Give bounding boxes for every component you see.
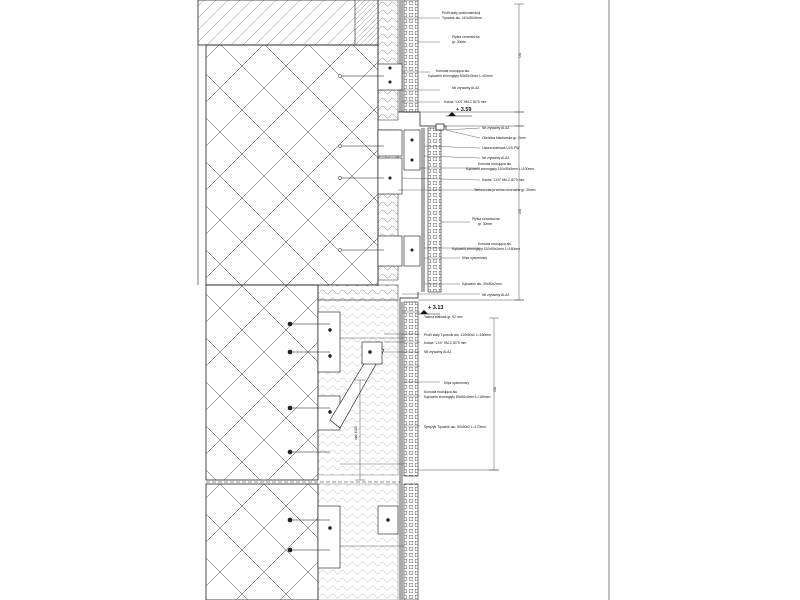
- label-plytka: Płytka ceramiczna: [452, 35, 480, 39]
- dim-vertical: max 1000: [354, 426, 358, 440]
- label-plytka-2-gr: gr. 30mm: [478, 222, 492, 226]
- label-katownik-3: Kątownik zimnogięty 110x50x2mm L=160mm: [452, 247, 520, 251]
- cladding: [403, 0, 442, 600]
- label-profil-staly-2: Profil stały Tęownik alu. 110x50x2 L=180…: [424, 333, 491, 337]
- label-plytka-2: Płytka ceramiczna: [472, 217, 500, 221]
- label-nit-5: Nit zrywalny Al-A2: [424, 350, 451, 354]
- label-sprezyk: Sprężyk Tęownik alu. 50x50x2 L=170mm: [424, 425, 486, 429]
- label-obrobka: Obróbka blacharska gr. 2mm: [482, 136, 526, 140]
- level-lower-marker: [418, 310, 440, 315]
- label-konsola-4: Konsola mocująca alu.: [424, 390, 458, 394]
- label-nit-2: Nit zrywalny Al-A2: [482, 126, 509, 130]
- label-plytka-gr: gr. 30mm: [452, 40, 466, 44]
- label-konsola-3: Konsola mocująca alu.: [478, 242, 512, 246]
- level-lower: + 3.13: [428, 305, 443, 311]
- label-katownik-2: Kątownik zimnogięty 110x50x3mm L=100mm: [466, 167, 534, 171]
- label-konsola-2: Konsola mocująca alu.: [478, 162, 512, 166]
- level-upper: + 3.59: [456, 107, 471, 113]
- label-nit-4: Nit zrywalny Al-A2: [482, 293, 509, 297]
- bolts-upper: [338, 66, 414, 252]
- label-kotwa-1: Kotwa "LXX" fiM-C 8/70 mm: [444, 100, 487, 104]
- label-teownik: Tęownik alu. 110x50x2mm: [442, 16, 482, 20]
- level-upper-marker: [446, 112, 472, 117]
- leaders: [384, 17, 481, 427]
- brackets-lower: [317, 311, 399, 569]
- dimension-left: [355, 379, 365, 481]
- dim-right-b: 200: [518, 208, 522, 214]
- label-klips-2: Klips systemowy: [444, 381, 469, 385]
- label-kotwa-3: Kotwa "LXX" fiM-C 8/70 mm: [424, 341, 467, 345]
- label-nit-1: Nit zrywalny Al-A2: [452, 86, 479, 90]
- bolts-lower: [287, 321, 390, 553]
- slab-top: [197, 0, 379, 46]
- labels-upper: Profil stały podkonstrukcji Tęownik alu.…: [428, 11, 536, 192]
- label-katownik-4: Kątownik zimnogięty 80x50x3mm L=180mm: [424, 395, 491, 399]
- wall-upper: [197, 44, 379, 286]
- label-kotwa-2: Kotwa "LXX" fiM-C 8/70 mm: [482, 178, 525, 182]
- label-listwa: Listwa startowa ULS-PW: [482, 146, 520, 150]
- labels-middle: Płytka ceramiczna gr. 30mm Konsola mocuj…: [424, 217, 520, 319]
- dim-right-a: 150: [518, 52, 522, 58]
- label-konsola-1: Konsola mocująca alu.: [436, 69, 470, 73]
- dim-right-c: 100: [493, 386, 497, 392]
- profiles: [398, 0, 447, 600]
- label-termoizolacja: Termoizolacja wełna mineralna gr. 30mm: [474, 188, 536, 192]
- label-katownik-alu: Kątownik alu. 30x50x2mm: [462, 282, 502, 286]
- label-katownik-1: Kątownik zimnogięty 60x50x3mm L=60mm: [428, 74, 493, 78]
- dimensions-right: [404, 3, 524, 471]
- label-profil-staly: Profil stały podkonstrukcji: [442, 11, 481, 15]
- labels-lower: Profil stały Tęownik alu. 110x50x2 L=180…: [424, 333, 491, 429]
- label-klips-1: Klips systemowy: [462, 256, 487, 260]
- label-nit-3: Nit zrywalny Al-A2: [482, 156, 509, 160]
- label-tasma: Taśma stalowa gr. 52 mm: [424, 315, 463, 319]
